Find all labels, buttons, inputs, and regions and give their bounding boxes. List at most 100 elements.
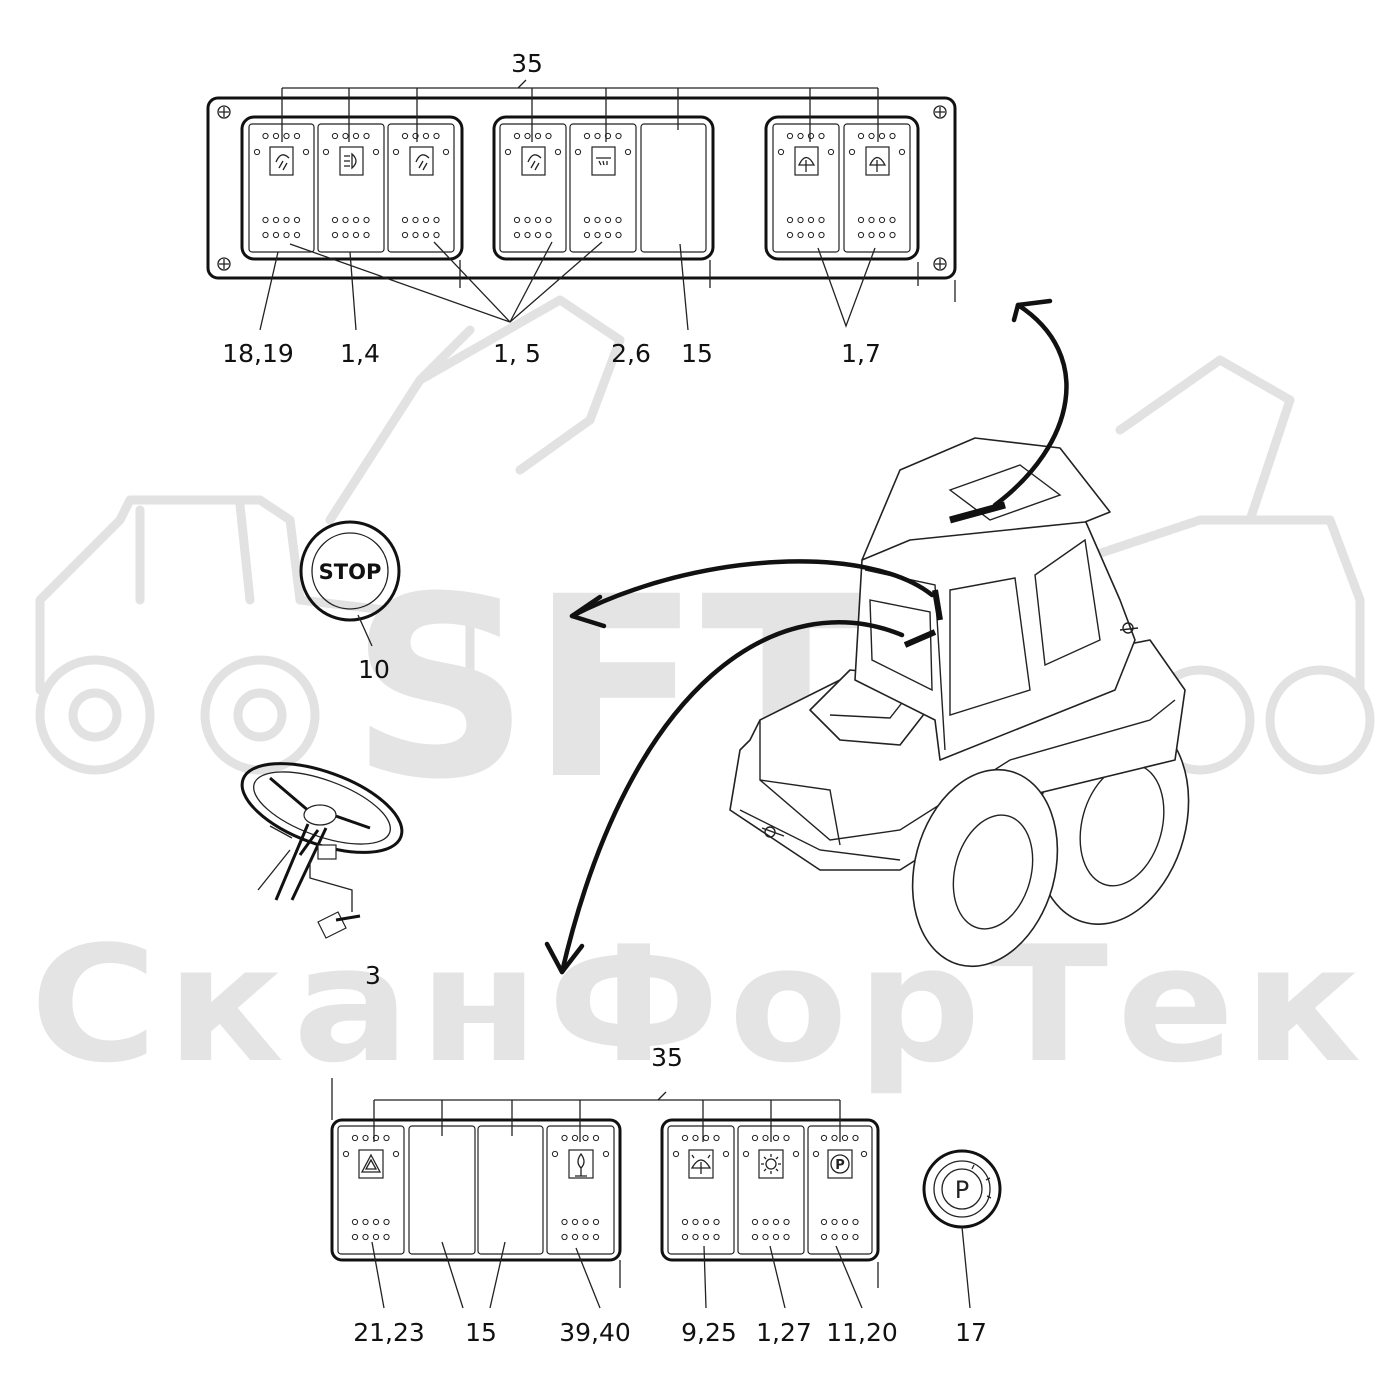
bottom-switch-2-blank[interactable] bbox=[408, 1125, 476, 1255]
indicator-dot bbox=[293, 132, 301, 140]
indicator-dot bbox=[889, 132, 896, 140]
parking-brake-icon: P bbox=[830, 1154, 850, 1174]
panel-screw-tl bbox=[217, 105, 231, 119]
top-switch-6-blank[interactable] bbox=[640, 123, 707, 253]
indicator-dot bbox=[582, 1218, 589, 1226]
indicator-dot bbox=[820, 1218, 828, 1226]
indicator-dot bbox=[383, 1218, 390, 1226]
parking-brake-key-switch[interactable]: P bbox=[922, 1149, 1002, 1229]
bottom-switch-3-blank[interactable] bbox=[477, 1125, 544, 1255]
indicator-dot bbox=[783, 1134, 790, 1142]
bottom-switch-4[interactable] bbox=[546, 1125, 615, 1255]
indicator-dot bbox=[352, 132, 360, 140]
indicator-dot bbox=[561, 1218, 568, 1226]
indicator-dot bbox=[878, 132, 886, 140]
indicator-dot bbox=[797, 231, 804, 239]
indicator-dot bbox=[772, 1233, 780, 1241]
stop-button[interactable]: STOP 10 bbox=[299, 520, 401, 684]
indicator-dot bbox=[831, 1233, 838, 1241]
indicator-dot bbox=[852, 1218, 859, 1226]
indicator-dot bbox=[786, 132, 794, 140]
indicator-dot bbox=[857, 132, 865, 140]
indicator-dot bbox=[777, 148, 785, 156]
arrow-head-stop bbox=[569, 594, 607, 629]
indicator-dot bbox=[392, 148, 400, 156]
indicator-dot bbox=[351, 1233, 359, 1241]
indicator-dot bbox=[878, 231, 886, 239]
top-callout-6: 1,7 bbox=[841, 339, 881, 368]
indicator-dot bbox=[545, 231, 552, 239]
indicator-dot bbox=[583, 216, 591, 224]
bottom-switch-7[interactable]: P bbox=[807, 1125, 873, 1255]
top-switch-5[interactable] bbox=[569, 123, 637, 253]
work-light-icon bbox=[527, 154, 542, 171]
indicator-dot bbox=[692, 1233, 699, 1241]
indicator-dot bbox=[524, 216, 531, 224]
indicator-dot bbox=[383, 1233, 390, 1241]
indicator-dot bbox=[331, 231, 339, 239]
indicator-dot bbox=[331, 216, 339, 224]
indicator-dot bbox=[513, 132, 521, 140]
indicator-dot bbox=[762, 1134, 769, 1142]
top-switch-8[interactable] bbox=[843, 123, 911, 253]
indicator-dot bbox=[860, 1150, 868, 1158]
top-switch-1[interactable] bbox=[248, 123, 315, 253]
indicator-dot bbox=[342, 132, 349, 140]
indicator-dot bbox=[615, 216, 622, 224]
indicator-dot bbox=[889, 231, 896, 239]
indicator-dot bbox=[783, 1233, 790, 1241]
indicator-dot bbox=[868, 231, 875, 239]
indicator-dot bbox=[602, 1150, 610, 1158]
indicator-dot bbox=[534, 132, 542, 140]
indicator-dot bbox=[889, 216, 896, 224]
indicator-dot bbox=[722, 1150, 730, 1158]
indicator-dot bbox=[797, 132, 804, 140]
indicator-dot bbox=[342, 1150, 350, 1158]
top-switch-group-3 bbox=[764, 115, 920, 261]
indicator-dot bbox=[807, 132, 815, 140]
top-callout-4: 2,6 bbox=[611, 339, 651, 368]
top-switch-2[interactable] bbox=[317, 123, 385, 253]
work-light-icon bbox=[275, 154, 290, 171]
indicator-dot bbox=[820, 1134, 828, 1142]
indicator-dot bbox=[624, 148, 632, 156]
indicator-dot bbox=[702, 1233, 710, 1241]
indicator-dot bbox=[272, 231, 280, 239]
top-switch-4[interactable] bbox=[499, 123, 567, 253]
bottom-switch-6[interactable] bbox=[737, 1125, 805, 1255]
top-switch-7[interactable] bbox=[772, 123, 840, 253]
indicator-dot bbox=[401, 216, 409, 224]
indicator-dot bbox=[545, 132, 552, 140]
bottom-callout-35: 35 bbox=[651, 1043, 683, 1072]
top-switch-group-1 bbox=[240, 115, 464, 261]
indicator-dot bbox=[412, 231, 419, 239]
indicator-dot bbox=[422, 231, 430, 239]
bottom-callout-3: 39,40 bbox=[559, 1318, 631, 1347]
indicator-dot bbox=[372, 148, 380, 156]
svg-text:P: P bbox=[835, 1158, 845, 1173]
indicator-dot bbox=[762, 1233, 769, 1241]
bottom-switch-1[interactable] bbox=[337, 1125, 405, 1255]
top-leader-lines bbox=[259, 79, 956, 331]
indicator-dot bbox=[362, 1134, 369, 1142]
indicator-dot bbox=[878, 216, 886, 224]
indicator-dot bbox=[571, 1233, 579, 1241]
indicator-dot bbox=[561, 1134, 568, 1142]
bottom-switches: P bbox=[337, 1125, 873, 1255]
top-callout-5: 15 bbox=[681, 339, 713, 368]
indicator-dot bbox=[820, 1233, 828, 1241]
indicator-dot bbox=[352, 216, 360, 224]
indicator-dot bbox=[812, 1150, 820, 1158]
indicator-dot bbox=[818, 132, 825, 140]
panel-screw-bl bbox=[217, 257, 231, 271]
top-switch-3[interactable] bbox=[387, 123, 455, 253]
indicator-dot bbox=[363, 216, 370, 224]
arrow-to-top-panel bbox=[992, 302, 1069, 508]
indicator-dot bbox=[702, 1134, 710, 1142]
indicator-dot bbox=[852, 1233, 859, 1241]
bottom-switch-5[interactable] bbox=[667, 1125, 735, 1255]
indicator-dot bbox=[322, 148, 330, 156]
indicator-dot bbox=[534, 231, 542, 239]
indicator-dot bbox=[422, 216, 430, 224]
indicator-dot bbox=[372, 1233, 380, 1241]
